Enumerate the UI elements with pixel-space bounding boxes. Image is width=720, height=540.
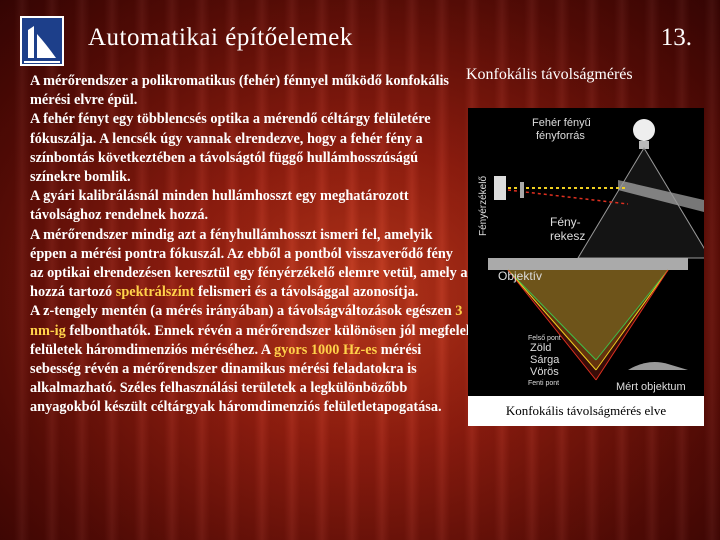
label-measured-object: Mért objektum <box>616 381 686 393</box>
label-aperture-2: rekesz <box>550 229 585 243</box>
body-text-segment: mérési sebesség révén a mérőrendszer din… <box>30 341 442 416</box>
body-text-segment: A mérőrendszer mindig azt a fényhullámho… <box>30 226 468 301</box>
body-text-segment: felismeri és a távolsággal azonosítja. <box>194 284 419 301</box>
slide-number: 13. <box>660 24 692 51</box>
label-upper-point: Felső pont <box>528 335 561 342</box>
body-text: A mérőrendszer a polikromatikus (fehér) … <box>30 72 470 418</box>
highlighted-text: gyors 1000 Hz-es <box>273 341 378 358</box>
measured-object <box>628 362 688 370</box>
university-logo <box>20 16 64 66</box>
label-light-source-1: Fehér fényű <box>532 117 591 129</box>
aperture <box>520 182 524 198</box>
label-yellow: Sárga <box>530 354 560 366</box>
objective-lens <box>488 258 688 270</box>
light-bulb-icon <box>633 119 655 149</box>
body-text-segment: felbonthatók. Ennek révén a mérőrendszer… <box>30 322 470 358</box>
diagram-caption: Konfokális távolságmérés elve <box>468 396 704 426</box>
label-red: Vörös <box>530 366 559 378</box>
confocal-diagram: Fehér fényű fényforrás Fényérzékelő Fény… <box>468 108 704 396</box>
detector-element <box>494 176 506 200</box>
page-title: Automatikai építőelemek <box>88 24 353 51</box>
label-lower-point: Fenti pont <box>528 380 559 387</box>
highlighted-text: 3 nm-ig <box>30 303 463 339</box>
body-text-segment: A gyári kalibrálásnál minden hullámhossz… <box>30 188 409 224</box>
body-text-segment: A mérőrendszer a polikromatikus (fehér) … <box>30 73 449 109</box>
highlighted-text: spektrálszínt <box>115 284 195 301</box>
label-aperture-1: Fény- <box>550 215 581 229</box>
section-subtitle: Konfokális távolságmérés <box>466 66 633 83</box>
body-text-segment: A z-tengely mentén (a mérés irányában) a… <box>30 303 456 320</box>
label-detector: Fényérzékelő <box>478 176 489 236</box>
label-objective: Objektív <box>498 269 542 283</box>
label-light-source-2: fényforrás <box>536 130 585 142</box>
label-green: Zöld <box>530 342 551 354</box>
body-text-segment: A fehér fényt egy többlencsés optika a m… <box>30 111 431 186</box>
beam-splitter <box>618 180 704 212</box>
